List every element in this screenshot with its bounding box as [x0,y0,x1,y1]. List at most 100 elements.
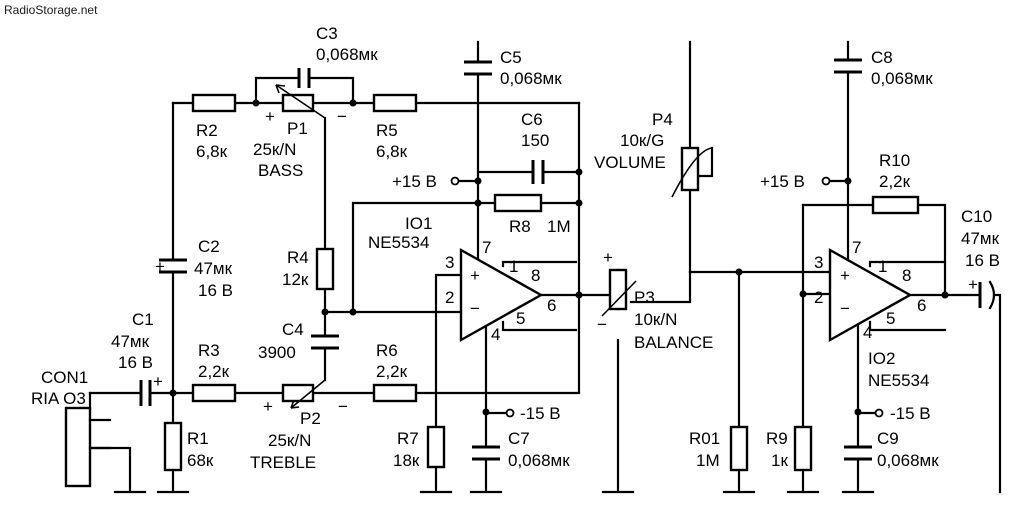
io1-pin6: 6 [547,296,556,315]
supply-terminal-neg-2 [874,408,884,418]
r1-ref: R1 [187,429,209,448]
p2-name: TREBLE [250,453,316,472]
resistor-r7 [426,425,446,469]
io1-plus-sign: + [470,266,480,285]
junction-dots [169,99,949,416]
c1-value: 47мк [111,332,150,351]
r5-value: 6,8к [376,142,408,161]
io1-pin3: 3 [445,253,454,272]
io2-pin8: 8 [902,266,911,285]
p3-value: 10к/N [634,310,677,329]
c8-value: 0,068мк [871,69,933,88]
capacitor-c8 [834,58,862,74]
io1-minus-sign: − [470,299,480,318]
p2-ref: P2 [300,409,321,428]
io2-pin4: 4 [863,323,872,342]
con1-ref: CON1 [41,368,88,387]
c5-value: 0,068мк [500,69,562,88]
r1-value: 68к [187,451,214,470]
p1-minus: − [337,107,347,126]
resistor-r6 [372,383,418,403]
r9-value: 1к [771,451,788,470]
c1-plus: + [153,372,163,391]
c2-value: 47мк [194,259,233,278]
c1-voltage: 16 В [118,353,153,372]
opamp-io1 [459,247,544,343]
supply-neg-label-1: -15 В [520,404,561,423]
r6-value: 2,2к [376,362,408,381]
c2-plus: + [155,257,165,276]
capacitor-c7 [472,445,500,461]
supply-terminal-pos-1 [450,176,460,186]
resistor-r8 [493,193,543,213]
r5-ref: R5 [376,121,398,140]
c9-ref: C9 [877,429,899,448]
p1-ref: P1 [287,119,308,138]
r01-value: 1M [696,451,720,470]
c6-value: 150 [521,131,549,150]
capacitor-c5 [464,60,492,76]
c10-voltage: 16 В [965,251,1000,270]
c3-value: 0,068мк [316,45,378,64]
resistor-r9 [793,425,813,472]
resistor-r4 [315,247,335,291]
io2-plus-sign: + [840,266,850,285]
p4-value: 10к/G [620,131,664,150]
r10-ref: R10 [879,151,910,170]
c4-value: 3900 [258,343,296,362]
c5-ref: C5 [500,48,522,67]
io2-pin7: 7 [852,238,861,257]
c4-ref: C4 [282,320,304,339]
p1-value: 25к/N [253,140,296,159]
p2-minus: − [338,397,348,416]
r7-ref: R7 [397,429,419,448]
r8-value: 1M [547,217,571,236]
r4-value: 12к [282,270,309,289]
r01-ref: R01 [689,429,720,448]
io2-part: NE5534 [868,371,929,390]
r7-value: 18к [393,451,420,470]
r3-ref: R3 [198,341,220,360]
p3-plus: + [603,248,613,267]
resistor-r01 [729,425,749,472]
io2-pin1: 1 [878,257,887,276]
p1-plus: + [265,107,275,126]
io1-pin2: 2 [445,288,454,307]
r9-ref: R9 [766,429,788,448]
io1-pin8: 8 [531,266,540,285]
r6-ref: R6 [376,341,398,360]
potentiometer-p3 [601,268,637,317]
r3-value: 2,2к [198,362,230,381]
c10-ref: C10 [961,207,992,226]
io2-pin2: 2 [814,288,823,307]
c10-value: 47мк [961,229,1000,248]
wires [88,40,1002,494]
p2-value: 25к/N [268,431,311,450]
io1-part: NE5534 [368,233,429,252]
c8-ref: C8 [871,48,893,67]
r10-value: 2,2к [879,172,911,191]
potentiometer-p1 [275,84,326,119]
c10-plus: + [968,275,978,294]
io2-pin5: 5 [886,309,895,328]
io2-ref: IO2 [868,349,895,368]
opamp-io2 [828,247,913,343]
p3-name: BALANCE [634,333,713,352]
c7-value: 0,068мк [508,451,570,470]
io1-pin5: 5 [516,309,525,328]
supply-neg-label-2: -15 В [890,404,931,423]
connector-con1 [64,406,112,488]
io1-pin1: 1 [509,257,518,276]
p4-name: VOLUME [594,153,666,172]
io2-pin3: 3 [814,253,823,272]
r2-value: 6,8к [196,142,228,161]
potentiometer-p4 [671,146,713,198]
capacitor-c10 [978,280,996,310]
resistor-r5 [372,93,418,113]
potentiometer-p2 [281,379,326,409]
capacitor-c2 [159,258,187,274]
p3-minus: − [597,315,607,334]
p4-ref: P4 [652,110,673,129]
supply-pos-label-2: +15 В [760,172,805,191]
